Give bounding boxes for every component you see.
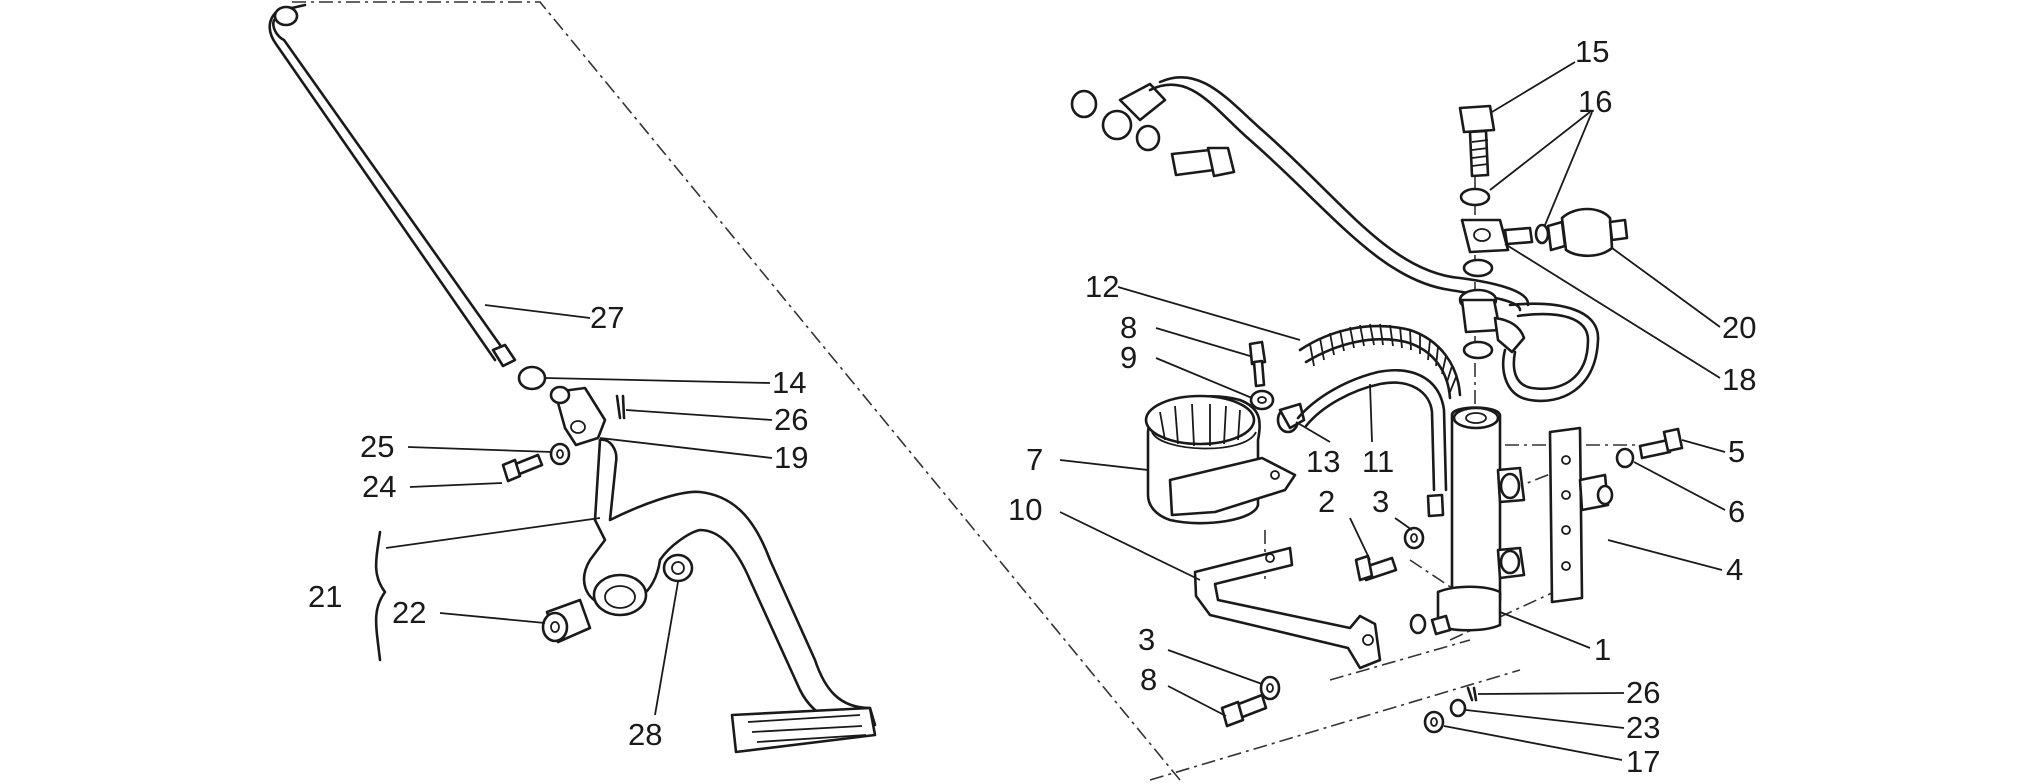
label-20: 20	[1722, 310, 1756, 345]
leader-lines	[385, 61, 1726, 761]
label-13: 13	[1306, 444, 1340, 479]
bolt-part-8-lower	[1220, 693, 1268, 728]
label-12: 12	[1085, 269, 1119, 304]
spring-sleeve-part-12	[1298, 323, 1462, 400]
label-8-lower: 8	[1140, 662, 1157, 697]
label-17: 17	[1626, 744, 1660, 779]
bolt-part-24	[501, 453, 544, 483]
label-2: 2	[1318, 484, 1335, 519]
bracket-part-10	[1193, 546, 1382, 670]
label-18: 18	[1722, 362, 1756, 397]
label-26-left: 26	[774, 402, 808, 437]
label-3-lower: 3	[1138, 622, 1155, 657]
bolt-part-2	[1354, 554, 1398, 582]
pin-parts-26-23-17	[1423, 686, 1478, 734]
label-22: 22	[392, 595, 426, 630]
brake-pedal-part-21	[582, 438, 877, 754]
label-28: 28	[628, 717, 662, 752]
label-14: 14	[772, 365, 806, 400]
label-10: 10	[1008, 492, 1042, 527]
label-15: 15	[1575, 34, 1609, 69]
washers-part-16	[1459, 187, 1550, 278]
bolt-part-5	[1638, 427, 1684, 460]
washer-part-3-upper	[1403, 526, 1425, 550]
brake-hose-right-loop	[1501, 302, 1600, 403]
hose-part-11	[1296, 369, 1448, 492]
washer-part-3-lower	[1259, 675, 1281, 701]
banjo-union-part-18	[1460, 218, 1534, 254]
label-8-upper: 8	[1120, 310, 1137, 345]
bracket-part-4	[1548, 426, 1614, 604]
label-5: 5	[1728, 434, 1745, 469]
master-cylinder-part-1	[1409, 406, 1526, 636]
brake-rod-part-27	[268, 3, 517, 368]
bracket-21-brace	[374, 530, 387, 662]
clevis-part-19	[549, 385, 607, 447]
bushing-part-22	[541, 598, 592, 644]
label-6: 6	[1728, 494, 1745, 529]
label-7: 7	[1026, 442, 1043, 477]
nut-part-14	[517, 365, 547, 391]
banjo-fitting-upper-left	[1070, 82, 1236, 178]
washer-part-9	[1249, 389, 1275, 411]
screw-part-8-upper	[1248, 340, 1267, 388]
switch-part-20	[1546, 207, 1629, 258]
label-27: 27	[590, 300, 624, 335]
clamp-part-13	[1276, 402, 1306, 434]
label-23: 23	[1626, 710, 1660, 745]
union-lower	[1458, 288, 1526, 360]
label-26-right: 26	[1626, 675, 1660, 710]
reservoir-part-7	[1144, 394, 1297, 525]
label-9: 9	[1120, 340, 1137, 375]
label-4: 4	[1726, 552, 1743, 587]
bushing-part-28	[662, 553, 694, 583]
label-24: 24	[362, 469, 396, 504]
fitting-upper-cylinder	[1426, 493, 1445, 518]
label-21: 21	[308, 579, 342, 614]
cotter-pin-part-26-left	[615, 394, 626, 420]
washer-part-25	[549, 442, 571, 466]
label-11: 11	[1362, 444, 1394, 479]
label-3-upper: 3	[1372, 484, 1389, 519]
label-19: 19	[774, 440, 808, 475]
callout-labels: 27 14 26 19 25 24 21 22 28 15 16 20 18 1…	[308, 34, 1756, 779]
label-25: 25	[360, 429, 394, 464]
label-1: 1	[1594, 632, 1611, 667]
banjo-bolt-part-15	[1458, 104, 1496, 178]
washer-part-6	[1615, 447, 1635, 469]
label-16: 16	[1578, 84, 1612, 119]
